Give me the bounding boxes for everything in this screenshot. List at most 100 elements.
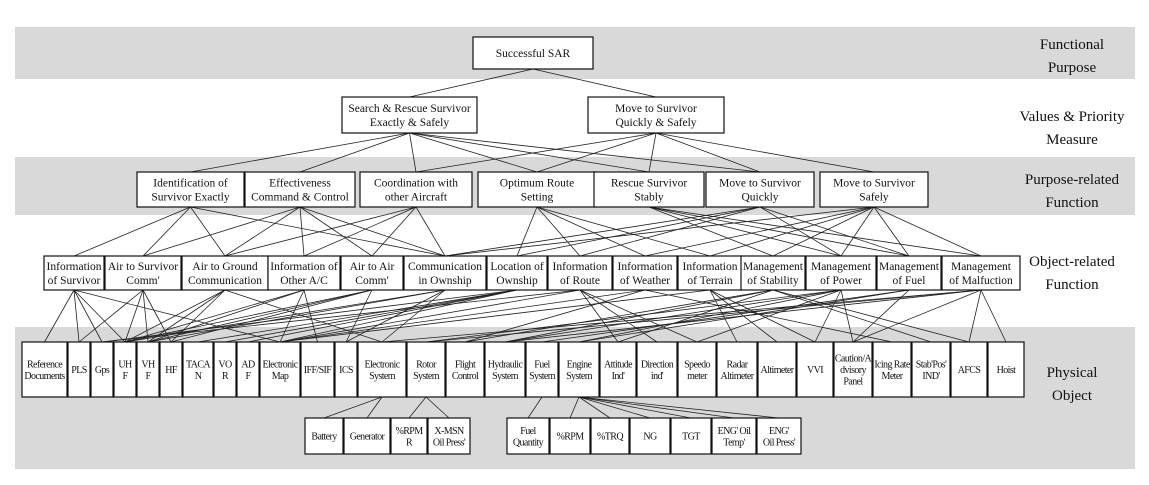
node-label: Control [452,371,479,382]
node-label: Caution/A [835,354,873,365]
connector-line [840,206,875,257]
node-box [136,171,245,208]
connector-line [968,289,982,343]
node-label: VVI [807,365,823,376]
node-box [705,171,815,208]
node-label: Information [683,261,738,273]
node-label: Electronic [262,359,298,370]
connector-line [299,132,410,173]
node-label: F [146,371,152,382]
node-label: Coordination with [374,178,458,190]
node-po28: AFCS [950,341,988,398]
connector-line [840,289,854,343]
node-label: of Power [820,275,862,287]
node-label: Radar [727,359,749,370]
connector-line [852,289,982,343]
connector-line [247,289,518,343]
connector-line [381,289,446,343]
node-label: System [413,371,440,382]
node-box [587,96,725,134]
node-po6: HF [159,341,183,398]
node-po27: Stab'Pos'IND' [911,341,951,398]
node-s6: %RPM [549,417,591,455]
node-box [941,255,1021,291]
node-label: Move to Survivor [719,178,801,190]
node-label: Ind' [612,371,626,382]
node-label: Altimeter [721,371,755,382]
connector-line [772,289,970,343]
node-label: Successful SAR [496,48,571,60]
node-s11: ENG'Oil Press' [756,417,802,455]
connector-line [536,206,646,257]
level-label: Function [1045,195,1099,211]
connector-line [536,206,581,257]
connector-line [409,132,650,173]
node-label: VO [218,359,232,370]
node-box [716,341,758,398]
node-box [304,417,344,455]
node-label: X-MSN [434,426,464,437]
node-label: of Stability [747,275,799,287]
node-box [43,255,105,291]
node-label: Management [879,261,940,273]
node-box [343,417,391,455]
node-box [113,341,137,398]
connector-line [73,289,281,343]
node-box [181,255,269,291]
node-label: %RPM [556,432,584,443]
connector-line [504,289,774,343]
level-label: Function [1045,277,1099,293]
level-label: Object [1052,388,1093,404]
node-label: Information of [270,261,338,273]
connector-line [709,206,875,257]
node-box [805,255,877,291]
node-box [334,341,358,398]
node-label: TACA [186,359,211,370]
connector-line [147,289,446,343]
node-box [259,341,301,398]
node-label: Command & Control [251,192,349,204]
node-box [599,341,637,398]
node-label: Comm' [126,275,159,287]
connector-line [124,289,305,343]
node-fp1: Successful SAR [472,36,594,70]
node-box [677,341,717,398]
connector-line [444,206,761,257]
node-box [670,417,712,455]
node-box [547,255,613,291]
node-box [477,171,597,208]
node-label: %RPM [395,426,423,437]
node-of7: Location of Ownship [486,255,548,291]
node-label: Survivor Exactly [151,192,229,204]
node-s9: TGT [670,417,712,455]
connector-line [527,396,543,419]
node-label: Oil Press' [763,437,796,448]
node-box [486,255,548,291]
connector-line [279,289,646,343]
connector-line [147,289,226,343]
connector-line [78,289,144,343]
node-box [876,255,942,291]
node-label: Rescue Survivor [611,178,688,190]
node-label: Gps [95,365,110,376]
node-label: Identification of [153,178,228,190]
node-boxes: Successful SAR Search & Rescue SurvivorEx… [21,36,1025,455]
node-label: Altimeter [761,365,795,376]
node-label: Ownship [496,275,538,287]
node-box [612,255,678,291]
node-box [182,341,214,398]
node-label: R [222,371,229,382]
node-label: Location of [490,261,543,273]
connector-line [279,289,518,343]
